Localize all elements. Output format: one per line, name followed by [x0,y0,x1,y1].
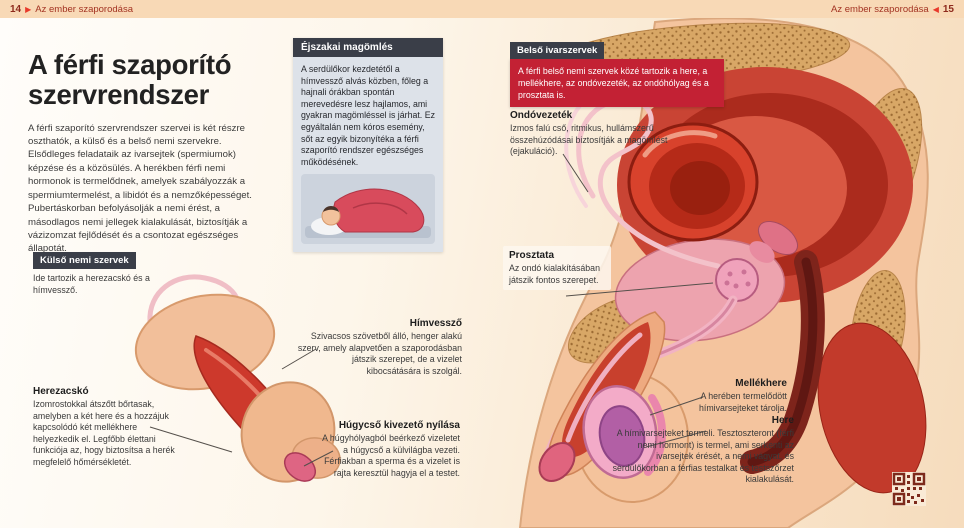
arrow-left-icon: ◀ [932,4,939,14]
nocturnal-emission-box: Éjszakai magömlés A serdülőkor kezdetétő… [293,38,443,253]
external-organs-body: Ide tartozik a herezacskó és a hímvessző… [33,273,150,295]
scrotum-body: Izomrostokkal átszőtt bőrtasak, amelyben… [33,399,175,468]
internal-organs-box: Belső ivarszervek A férfi belső nemi sze… [510,40,724,108]
nocturnal-box-body: A serdülőkor kezdetétől a hímvessző alvá… [293,57,443,173]
pelvic-tissue-shape [614,238,786,342]
vas-deferens-body: Izmos falú cső, ritmikus, hullámszerű ös… [510,123,668,157]
vas-deferens-title: Ondóvezeték [510,110,573,121]
penis-title: Hímvessző [409,318,462,329]
label-penis: Hímvessző Szivacsos szövetből álló, heng… [296,318,462,377]
seminal-vesicle-shape [749,220,799,263]
glans-section-shape [538,442,576,482]
page-number-left: 14 [10,3,22,15]
internal-organs-body: A férfi belső nemi szervek közé tartozik… [510,59,724,108]
external-organs-title: Külső nemi szervek [33,252,136,269]
pubic-body-shape [134,293,276,391]
penis-body: Szivacsos szövetből álló, henger alakú s… [297,331,462,376]
label-urethra-opening: Húgycső kivezető nyílása A húgyhólyagból… [318,420,460,479]
internal-organs-title: Belső ivarszervek [510,42,605,59]
page-number-right: 15 [942,3,954,15]
urethra-opening-body: A húgyhólyagból beérkező vizeletet a húg… [322,433,460,478]
label-vas-deferens: Ondóvezeték Izmos falú cső, ritmikus, hu… [510,110,670,158]
testis-title: Here [771,415,794,426]
epididymis-title: Mellékhere [735,378,787,389]
nocturnal-box-title: Éjszakai magömlés [293,38,443,57]
intro-paragraph: A férfi szaporító szervrendszer szervei … [28,122,252,255]
prostate-body: Az ondó kialakításában játszik fontos sz… [509,263,600,285]
prostate-shape [715,258,759,302]
penis-shaft-shape [193,335,308,467]
label-external-organs: Külső nemi szervek Ide tartozik a hereza… [33,250,183,296]
testis-body: A hímivarsejteket termeli. Tesztoszteron… [612,428,794,485]
epididymis-body: A herében termelődött hímivarsejteket tá… [698,391,787,413]
glans-shape [283,452,317,482]
page-title: A férfi szaporító szervrendszer [28,49,232,111]
chapter-title-left: Az ember szaporodása [35,3,133,15]
label-prostate: Prosztata Az ondó kialakításában játszik… [503,246,611,291]
urethra-opening-title: Húgycső kivezető nyílása [338,420,460,431]
label-epididymis: Mellékhere A herében termelődött hímivar… [645,378,787,414]
qr-code [892,472,926,506]
header-right: Az ember szaporodása ◀ 15 [831,4,954,15]
header-left: 14 ▶ Az ember szaporodása [10,4,133,15]
sleeping-figure-illustration [293,172,443,253]
page-header: 14 ▶ Az ember szaporodása Az ember szapo… [0,0,964,18]
arrow-right-icon: ▶ [25,4,32,14]
label-testis: Here A hímivarsejteket termeli. Tesztosz… [598,415,794,486]
label-scrotum: Herezacskó Izomrostokkal átszőtt bőrtasa… [33,386,185,469]
scrotum-title: Herezacskó [33,386,89,397]
chapter-title-right: Az ember szaporodása [831,3,929,15]
prostate-title: Prosztata [509,250,555,261]
